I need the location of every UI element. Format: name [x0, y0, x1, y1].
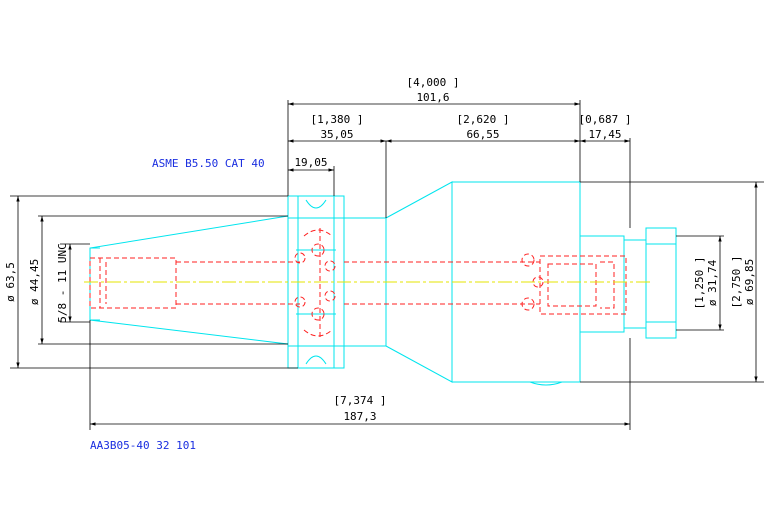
taper-len-in: [1,380 ]	[311, 113, 364, 126]
overall-top-in: [4,000 ]	[407, 76, 460, 89]
nose-len-in: [0,687 ]	[579, 113, 632, 126]
nose-len-mm: 17,45	[588, 128, 621, 141]
body-len-in: [2,620 ]	[457, 113, 510, 126]
flange-offset-mm: 19,05	[294, 156, 327, 169]
body-dia-in: [2,750 ]	[730, 256, 743, 309]
taper-len-mm: 35,05	[320, 128, 353, 141]
body-len-mm: 66,55	[466, 128, 499, 141]
bore-mm: ø 31,74	[706, 259, 719, 306]
dimension-lines	[10, 100, 764, 430]
dia-outer-left: ø 63,5	[4, 262, 17, 302]
tool-holder-outline	[89, 181, 677, 386]
total-len-in: [7,374 ]	[334, 394, 387, 407]
standard-label: ASME B5.50 CAT 40	[152, 157, 265, 170]
hidden-bore-lines	[89, 228, 627, 340]
thread-spec: 5/8 - 11 UNC	[56, 243, 69, 322]
overall-top-mm: 101,6	[416, 91, 449, 104]
body-dia-mm: ø 69,85	[743, 259, 756, 305]
bore-in: [1,250 ]	[693, 257, 706, 310]
part-number-label: AA3B05-40 32 101	[90, 439, 196, 452]
total-len-mm: 187,3	[343, 410, 376, 423]
dia-inner-left: ø 44,45	[28, 259, 41, 305]
